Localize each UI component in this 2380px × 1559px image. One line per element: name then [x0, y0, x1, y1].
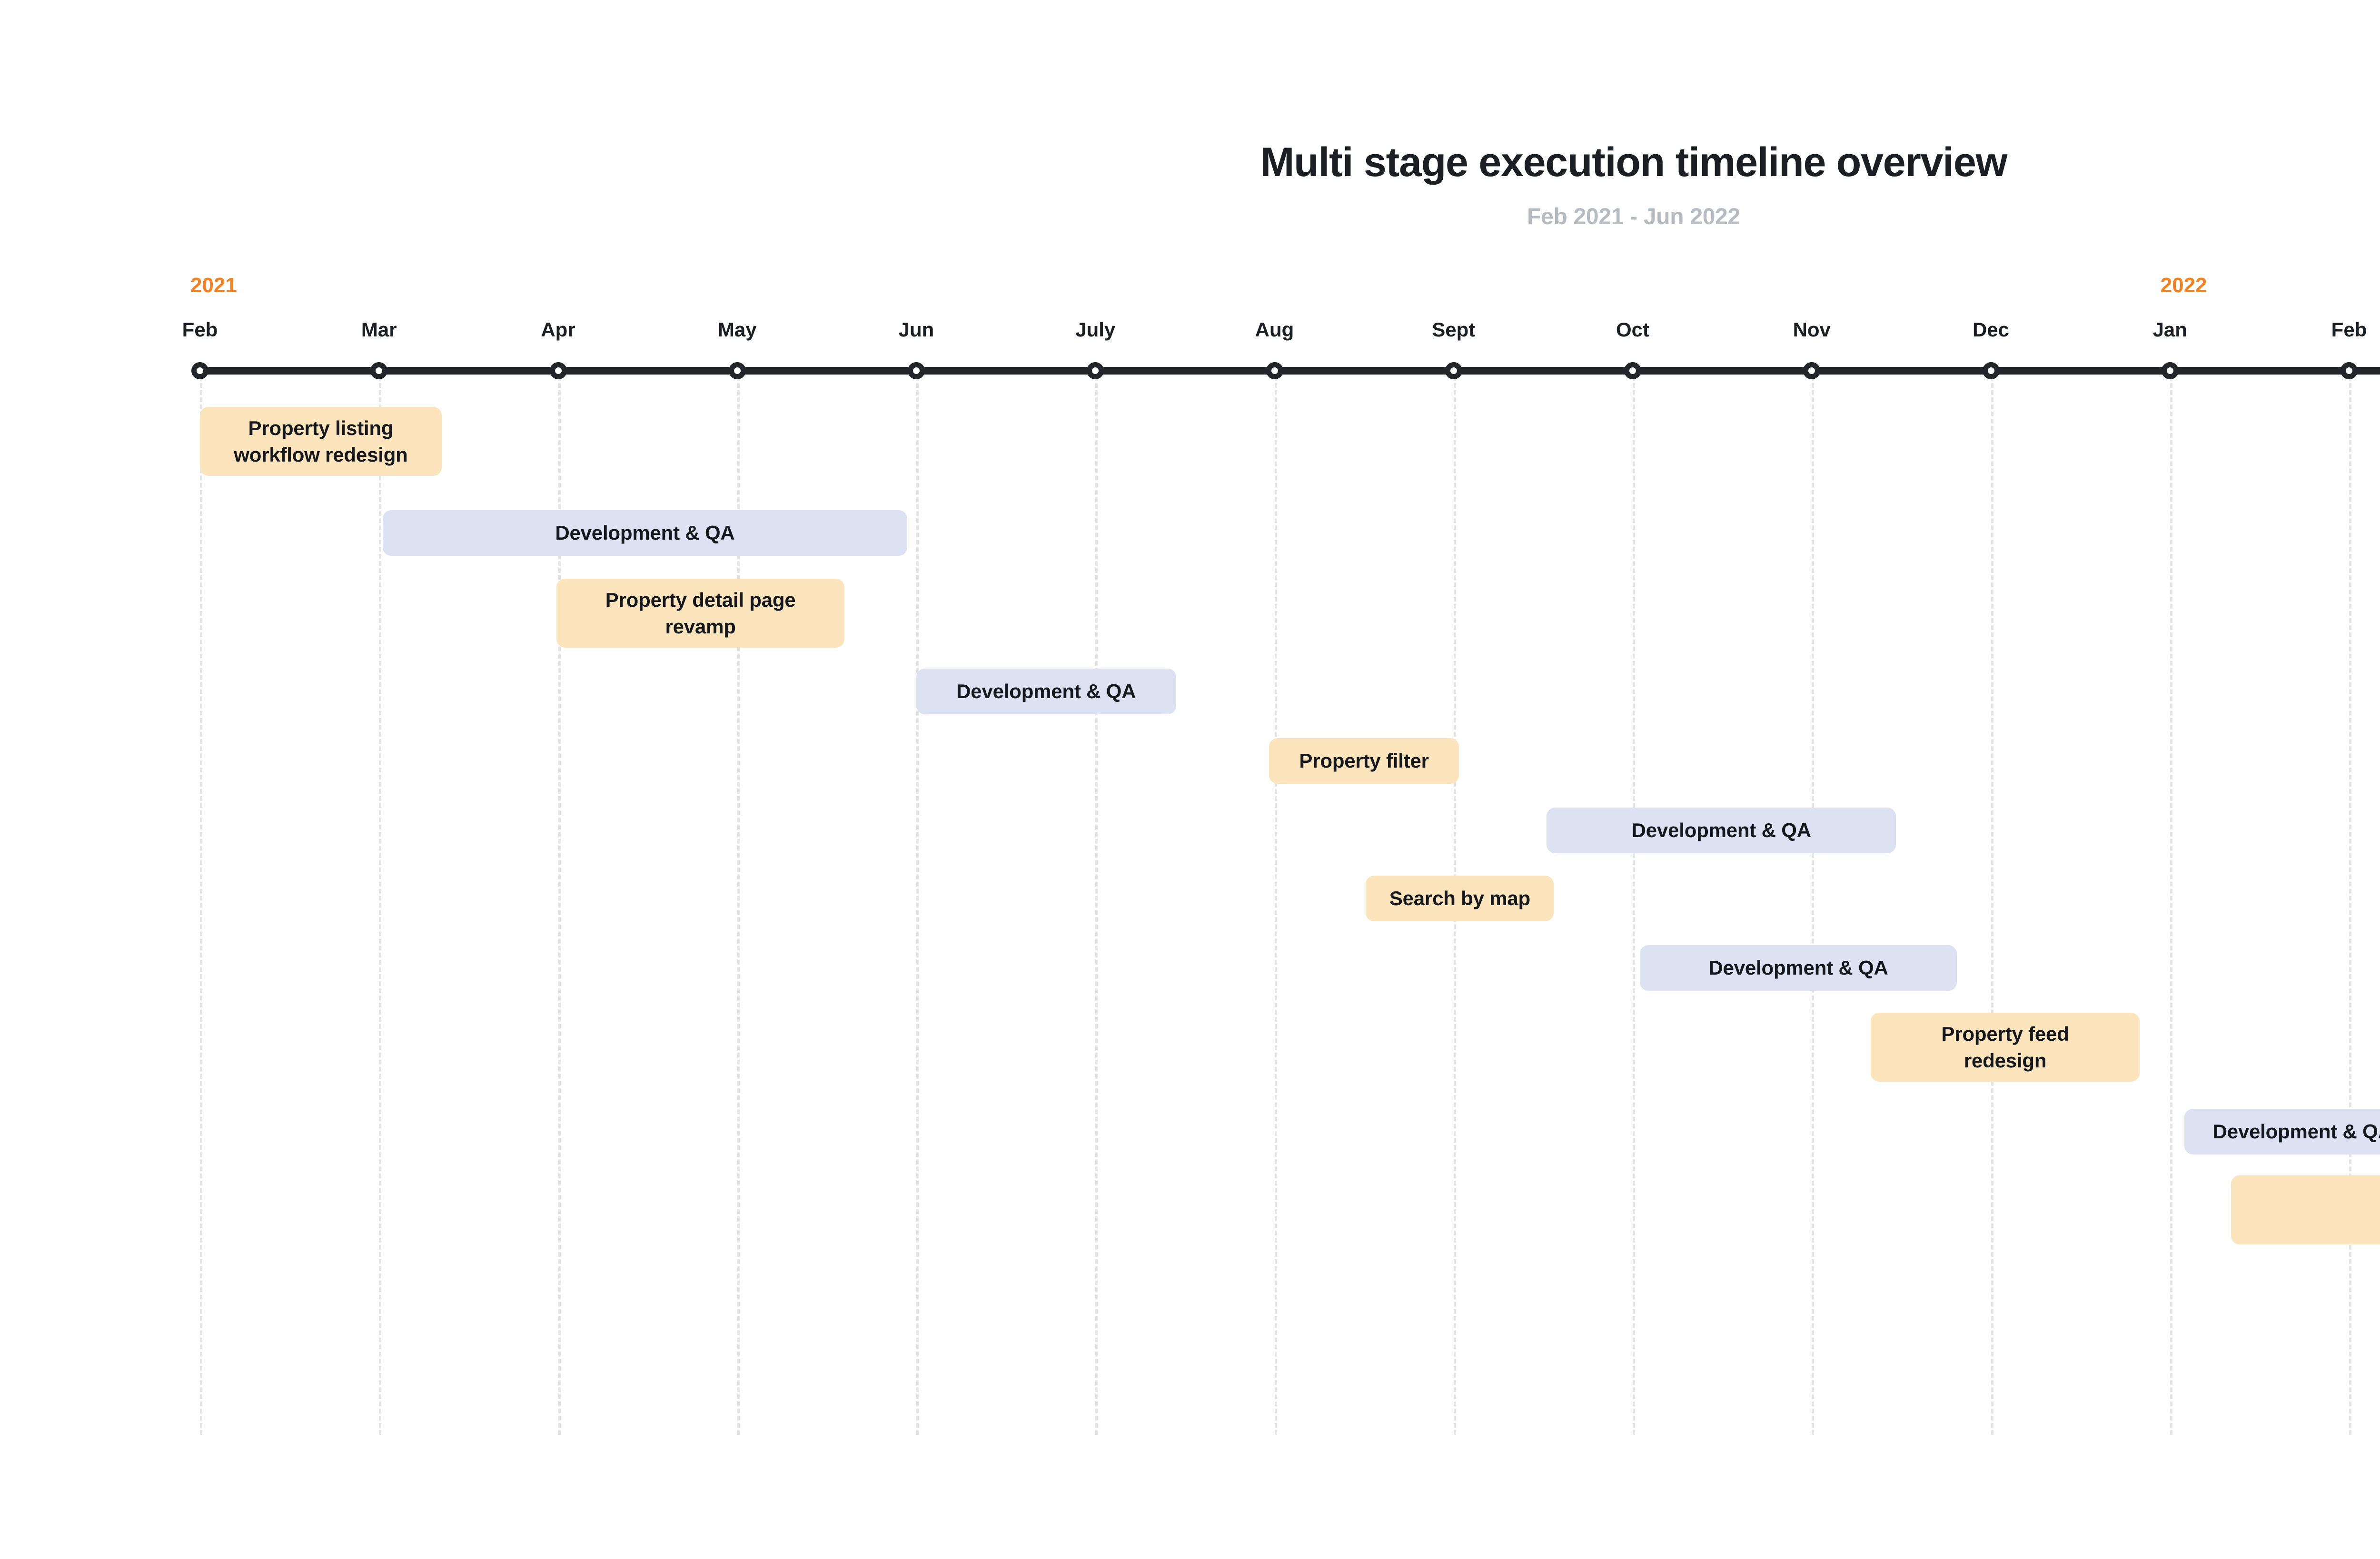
gridline-jun [916, 376, 919, 1435]
task-bar-label: Search by map [1389, 887, 1530, 910]
gridline-nov [1812, 376, 1815, 1435]
axis-marker-dec[interactable] [1982, 362, 2000, 379]
task-bar[interactable]: Development & QA [2184, 1109, 2380, 1154]
gridline-may [737, 376, 740, 1435]
task-bar[interactable]: Search by map [1366, 876, 1554, 921]
year-label-2021: 2021 [190, 274, 237, 297]
gridline-feb [200, 376, 202, 1435]
month-label-feb: Feb [2331, 318, 2367, 341]
axis-marker-oct[interactable] [1624, 362, 1641, 379]
month-label-mar: Mar [361, 318, 397, 341]
gridline-jan [2170, 376, 2172, 1435]
axis-marker-jun[interactable] [908, 362, 925, 379]
month-label-apr: Apr [541, 318, 575, 341]
gridline-july [1095, 376, 1098, 1435]
gridline-feb [2349, 376, 2351, 1435]
axis-marker-jan[interactable] [2161, 362, 2179, 379]
task-bar-label: Development & QA [2212, 1120, 2380, 1143]
date-range-subtitle: Feb 2021 - Jun 2022 [1527, 204, 1740, 229]
axis-marker-mar[interactable] [370, 362, 388, 379]
task-bar[interactable]: Development & QA [1640, 945, 1957, 991]
gridline-aug [1274, 376, 1277, 1435]
task-bar[interactable]: Development & QA [1547, 808, 1896, 853]
axis-marker-aug[interactable] [1266, 362, 1283, 379]
axis-marker-may[interactable] [728, 362, 746, 379]
axis-marker-nov[interactable] [1803, 362, 1821, 379]
axis-marker-apr[interactable] [549, 362, 567, 379]
task-bar-label: Property filter [1299, 750, 1429, 772]
gridline-oct [1633, 376, 1635, 1435]
month-label-oct: Oct [1616, 318, 1650, 341]
task-bar[interactable]: Development & QA [382, 510, 908, 556]
page-title: Multi stage execution timeline overview [1260, 139, 2008, 185]
month-label-may: May [717, 318, 757, 341]
gridline-apr [558, 376, 561, 1435]
chart-header: Multi stage execution timeline overview … [0, 0, 2380, 228]
axis-marker-july[interactable] [1087, 362, 1104, 379]
task-bar[interactable]: Monetizationenhancement [2231, 1175, 2380, 1244]
month-label-july: July [1075, 318, 1116, 341]
gridline-mar [379, 376, 382, 1435]
task-bar-label: Development & QA [1631, 819, 1811, 842]
month-label-dec: Dec [1972, 318, 2010, 341]
task-bar[interactable]: Property filter [1269, 738, 1459, 784]
month-label-feb: Feb [182, 318, 218, 341]
month-label-nov: Nov [1793, 318, 1831, 341]
axis-marker-feb[interactable] [191, 362, 208, 379]
task-bar-label: Development & QA [1708, 957, 1888, 979]
month-label-aug: Aug [1255, 318, 1294, 341]
gridline-dec [1991, 376, 1993, 1435]
month-label-jan: Jan [2152, 318, 2187, 341]
task-bar-label: Development & QA [555, 522, 735, 544]
axis-marker-feb[interactable] [2340, 362, 2358, 379]
month-label-sept: Sept [1432, 318, 1476, 341]
task-bar-label: Development & QA [956, 680, 1136, 703]
year-label-2022: 2022 [2160, 274, 2207, 297]
axis-marker-sept[interactable] [1445, 362, 1462, 379]
month-label-jun: Jun [898, 318, 934, 341]
task-bar[interactable]: Development & QA [916, 669, 1176, 714]
